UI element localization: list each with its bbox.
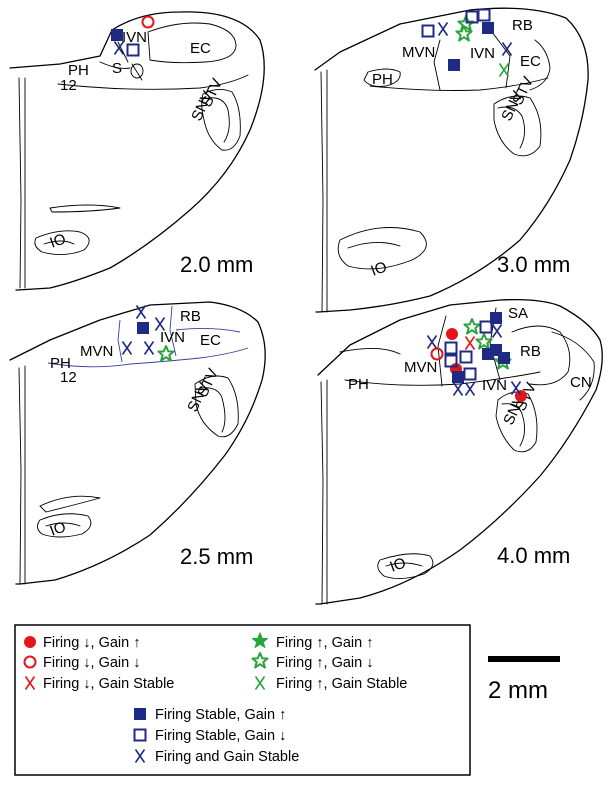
firing-stable-gain-down-marker [421, 24, 435, 38]
depth-label: 2.0 mm [180, 252, 253, 277]
label-io: IO [48, 230, 69, 251]
label-ec: EC [200, 332, 221, 349]
legend-label-firing-up-gain-stable: Firing ↑, Gain Stable [276, 676, 407, 692]
firing-gain-stable-marker [510, 380, 522, 396]
legend: Firing ↓, Gain ↑ Firing ↓, Gain ↓ Firing… [14, 624, 471, 776]
firing-stable-gain-up-marker [482, 22, 494, 34]
firing-stable-gain-up-marker [137, 322, 149, 334]
section-panel-4-0mm: SA RB MVN IVN PH CN STV SNV IO 4.0 mm [315, 298, 603, 605]
legend-label-firing-up-gain-up: Firing ↑, Gain ↑ [276, 635, 374, 651]
section-outline [9, 11, 265, 291]
label-rb: RB [180, 308, 201, 325]
firing-down-gain-up-marker [515, 390, 527, 402]
legend-box [14, 624, 471, 776]
section-outline [9, 301, 266, 585]
label-12: 12 [60, 77, 77, 94]
firing-up-gain-stable-marker [498, 62, 510, 78]
label-12: 12 [60, 369, 77, 386]
label-ivn: IVN [470, 45, 495, 62]
firing-up-gain-down-marker [157, 345, 175, 362]
label-mvn: MVN [402, 44, 435, 61]
firing-gain-stable-marker [491, 323, 503, 339]
firing-gain-stable-marker [426, 334, 438, 350]
section-outline [314, 7, 589, 313]
label-mvn: MVN [80, 343, 113, 360]
midline [320, 379, 328, 605]
firing-down-gain-down-marker [141, 15, 155, 29]
midline [18, 77, 26, 289]
legend-label-firing-down-gain-down: Firing ↓, Gain ↓ [43, 655, 141, 671]
firing-down-gain-down-marker [430, 347, 444, 361]
legend-label-firing-stable-gain-down: Firing Stable, Gain ↓ [155, 728, 286, 744]
section-panel-3-0mm: RB MVN IVN EC PH STV SNV IO 3.0 mm [314, 7, 589, 313]
legend-symbol-navy-filled-square [134, 708, 146, 720]
legend-label-firing-down-gain-up: Firing ↓, Gain ↑ [43, 635, 141, 651]
label-s: S [112, 60, 122, 77]
section-outline [315, 298, 603, 605]
firing-down-gain-stable-marker [464, 335, 476, 351]
label-io: IO [369, 258, 390, 279]
label-io: IO [388, 554, 409, 575]
firing-gain-stable-marker [501, 41, 513, 57]
firing-stable-gain-down-marker [459, 350, 473, 364]
label-cn: CN [570, 374, 592, 391]
firing-stable-gain-down-marker [479, 320, 493, 334]
firing-stable-gain-down-marker [463, 367, 477, 381]
firing-up-gain-down-marker [475, 333, 493, 350]
firing-stable-gain-up-marker [448, 59, 460, 71]
label-ec: EC [190, 40, 211, 57]
firing-gain-stable-marker [143, 340, 155, 356]
label-ph: PH [348, 376, 369, 393]
label-ivn: IVN [160, 329, 185, 346]
legend-label-firing-down-gain-stable: Firing ↓, Gain Stable [43, 676, 174, 692]
section-panel-2-0mm: IVN EC PH 12 S STV SNV IO 2.0 mm [9, 11, 265, 291]
label-sa: SA [508, 305, 528, 322]
firing-stable-gain-down-marker [126, 43, 140, 57]
depth-label: 3.0 mm [497, 252, 570, 277]
firing-stable-gain-up-marker [452, 371, 464, 383]
label-ph: PH [68, 62, 89, 79]
legend-label-firing-stable-gain-up: Firing Stable, Gain ↑ [155, 707, 286, 723]
firing-stable-gain-up-marker [111, 29, 123, 41]
midline [320, 69, 328, 313]
label-ivn: IVN [122, 29, 147, 46]
label-ph: PH [372, 71, 393, 88]
firing-gain-stable-marker [464, 381, 476, 397]
floor-line [47, 347, 249, 368]
firing-stable-gain-down-marker [444, 341, 458, 355]
floor-line [369, 77, 549, 91]
label-rb: RB [520, 343, 541, 360]
section-panel-2-5mm: RB IVN EC MVN PH 12 STV SNV IO 2.5 mm [9, 301, 266, 585]
legend-symbol-red-filled-circle [24, 636, 36, 648]
firing-stable-gain-up-marker [498, 352, 510, 364]
legend-label-firing-up-gain-down: Firing ↑, Gain ↓ [276, 655, 374, 671]
depth-label: 4.0 mm [497, 543, 570, 568]
firing-gain-stable-marker [121, 340, 133, 356]
scale-bar: 2 mm [488, 656, 560, 704]
label-ec: EC [520, 53, 541, 70]
firing-down-gain-up-marker [446, 328, 458, 340]
floor-line [57, 74, 249, 90]
label-mvn: MVN [404, 359, 437, 376]
firing-up-gain-down-marker [463, 318, 481, 335]
label-ph: PH [50, 355, 71, 372]
depth-label: 2.5 mm [180, 544, 253, 569]
floor-line [344, 371, 541, 386]
label-io: IO [48, 518, 69, 539]
midline [18, 365, 26, 585]
label-ivn: IVN [482, 377, 507, 394]
legend-label-firing-gain-stable: Firing and Gain Stable [155, 749, 299, 765]
firing-stable-gain-down-marker [477, 8, 491, 22]
label-rb: RB [512, 17, 533, 34]
firing-gain-stable-marker [437, 21, 449, 37]
scale-bar-line [488, 656, 560, 662]
scale-bar-label: 2 mm [488, 677, 548, 704]
